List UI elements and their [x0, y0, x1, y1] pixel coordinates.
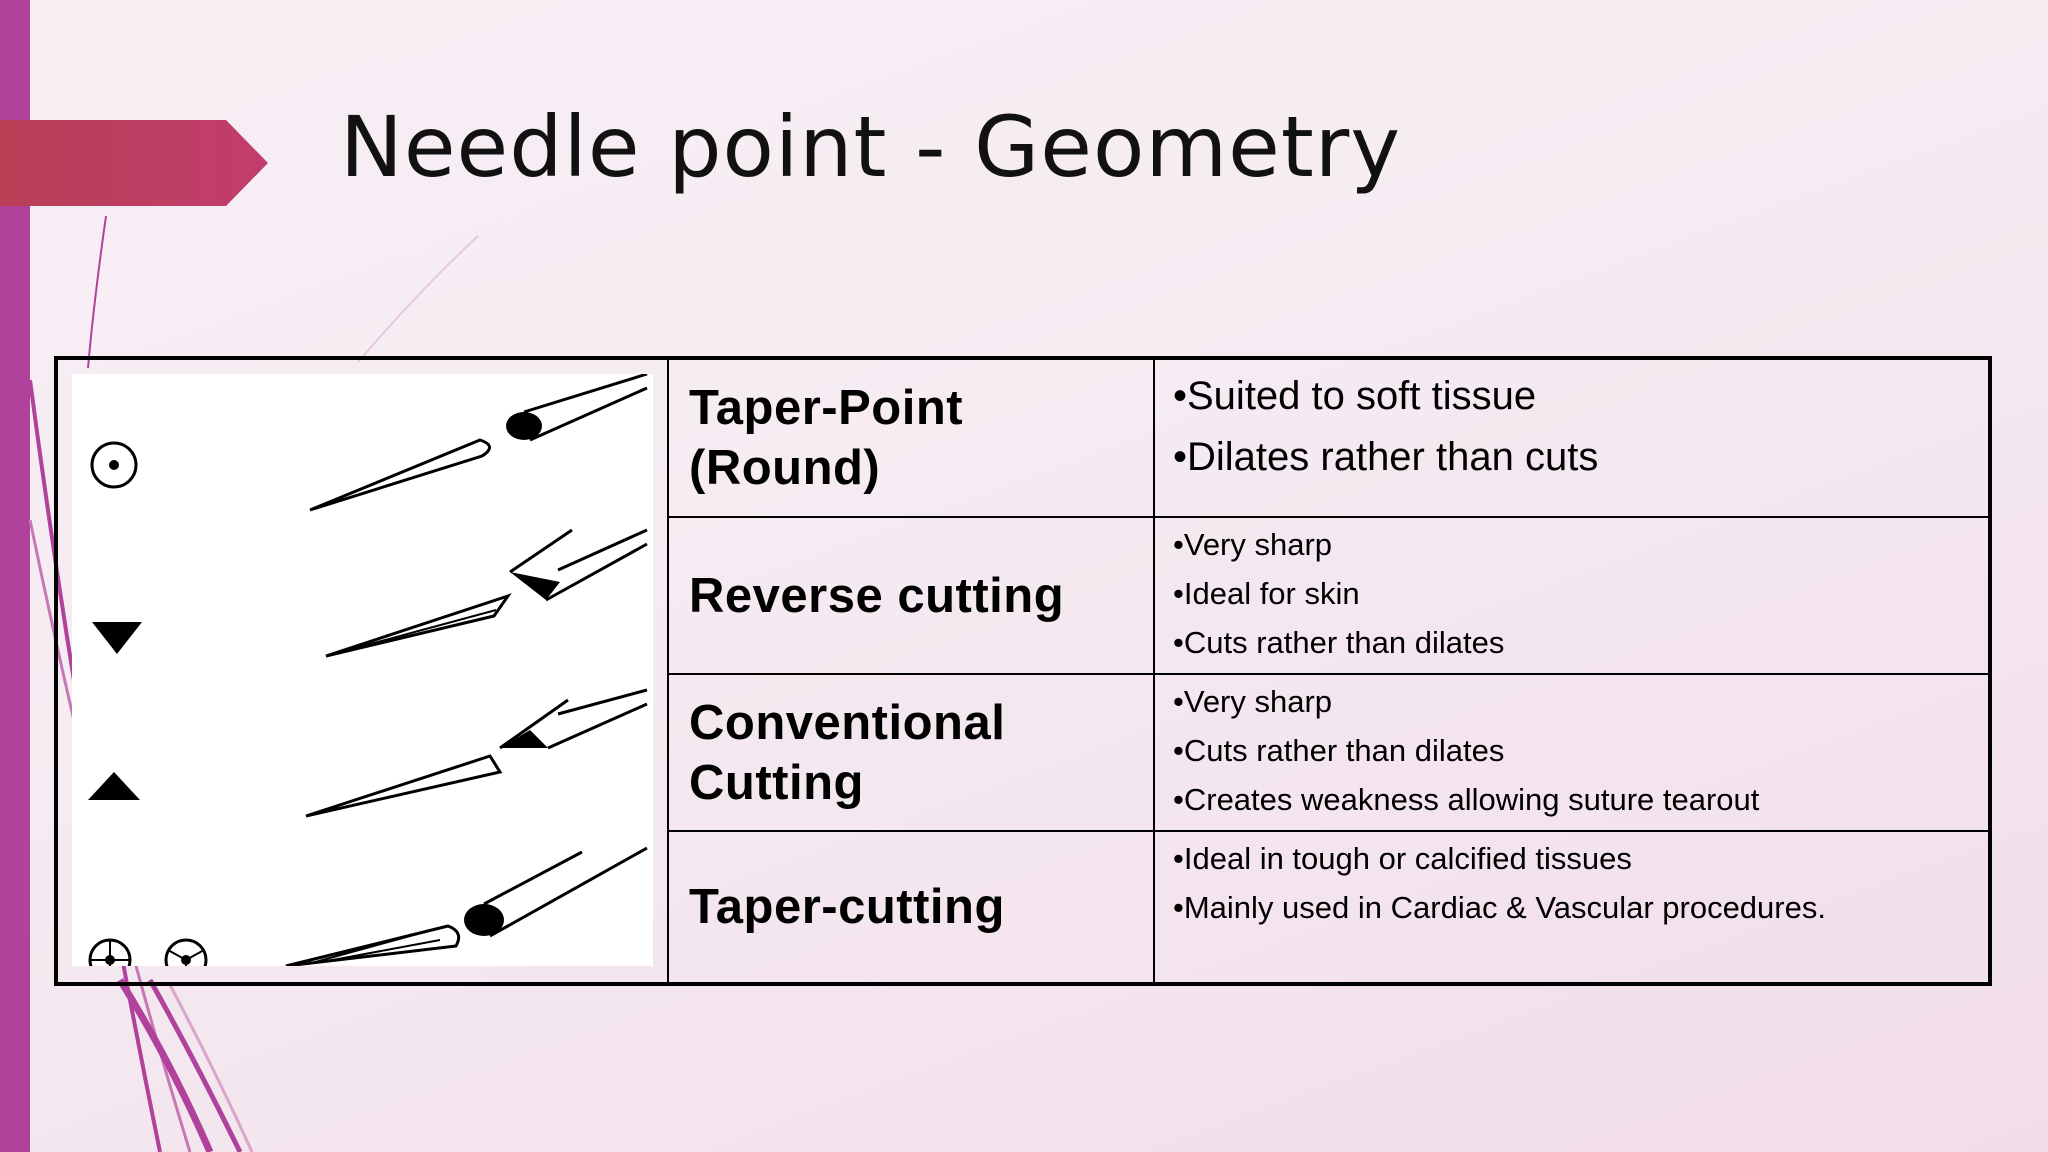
bullet-item: •Dilates rather than cuts — [1173, 435, 1599, 479]
bullet-item: •Cuts rather than dilates — [1173, 733, 1505, 768]
bullet-item: •Cuts rather than dilates — [1173, 625, 1505, 660]
needle-illustration — [58, 360, 669, 982]
round-dot-icon — [90, 441, 138, 489]
needle-type-cell: Reverse cutting — [669, 518, 1155, 673]
needle-description-cell: •Very sharp •Cuts rather than dilates •C… — [1155, 675, 1988, 830]
table-row: Taper-cutting •Ideal in tough or calcifi… — [669, 832, 1988, 982]
needle-point-table: Taper-Point (Round) •Suited to soft tiss… — [54, 356, 1992, 986]
bullet-item: •Creates weakness allowing suture tearou… — [1173, 782, 1760, 817]
inverted-triangle-icon — [92, 622, 142, 654]
title-arrow-decoration — [0, 120, 268, 206]
needle-drawings — [72, 374, 653, 966]
bullet-item: •Very sharp — [1173, 527, 1333, 562]
table-row: Taper-Point (Round) •Suited to soft tiss… — [669, 360, 1988, 518]
needle-description-cell: •Very sharp •Ideal for skin •Cuts rather… — [1155, 518, 1988, 673]
needle-description-cell: •Suited to soft tissue •Dilates rather t… — [1155, 360, 1988, 516]
needle-type-cell: Conventional Cutting — [669, 675, 1155, 830]
triangle-icon — [88, 772, 140, 800]
bullet-item: •Ideal for skin — [1173, 576, 1360, 611]
bullet-item: •Very sharp — [1173, 684, 1333, 719]
trocar-icon — [88, 938, 208, 966]
slide-title: Needle point - Geometry — [340, 98, 1402, 196]
needle-description-cell: •Ideal in tough or calcified tissues •Ma… — [1155, 832, 1988, 982]
needle-type-cell: Taper-cutting — [669, 832, 1155, 982]
bullet-item: •Mainly used in Cardiac & Vascular proce… — [1173, 890, 1826, 925]
needle-type-cell: Taper-Point (Round) — [669, 360, 1155, 516]
bullet-item: •Ideal in tough or calcified tissues — [1173, 841, 1632, 876]
bullet-item: •Suited to soft tissue — [1173, 374, 1537, 418]
table-row: Reverse cutting •Very sharp •Ideal for s… — [669, 518, 1988, 675]
table-row: Conventional Cutting •Very sharp •Cuts r… — [669, 675, 1988, 832]
